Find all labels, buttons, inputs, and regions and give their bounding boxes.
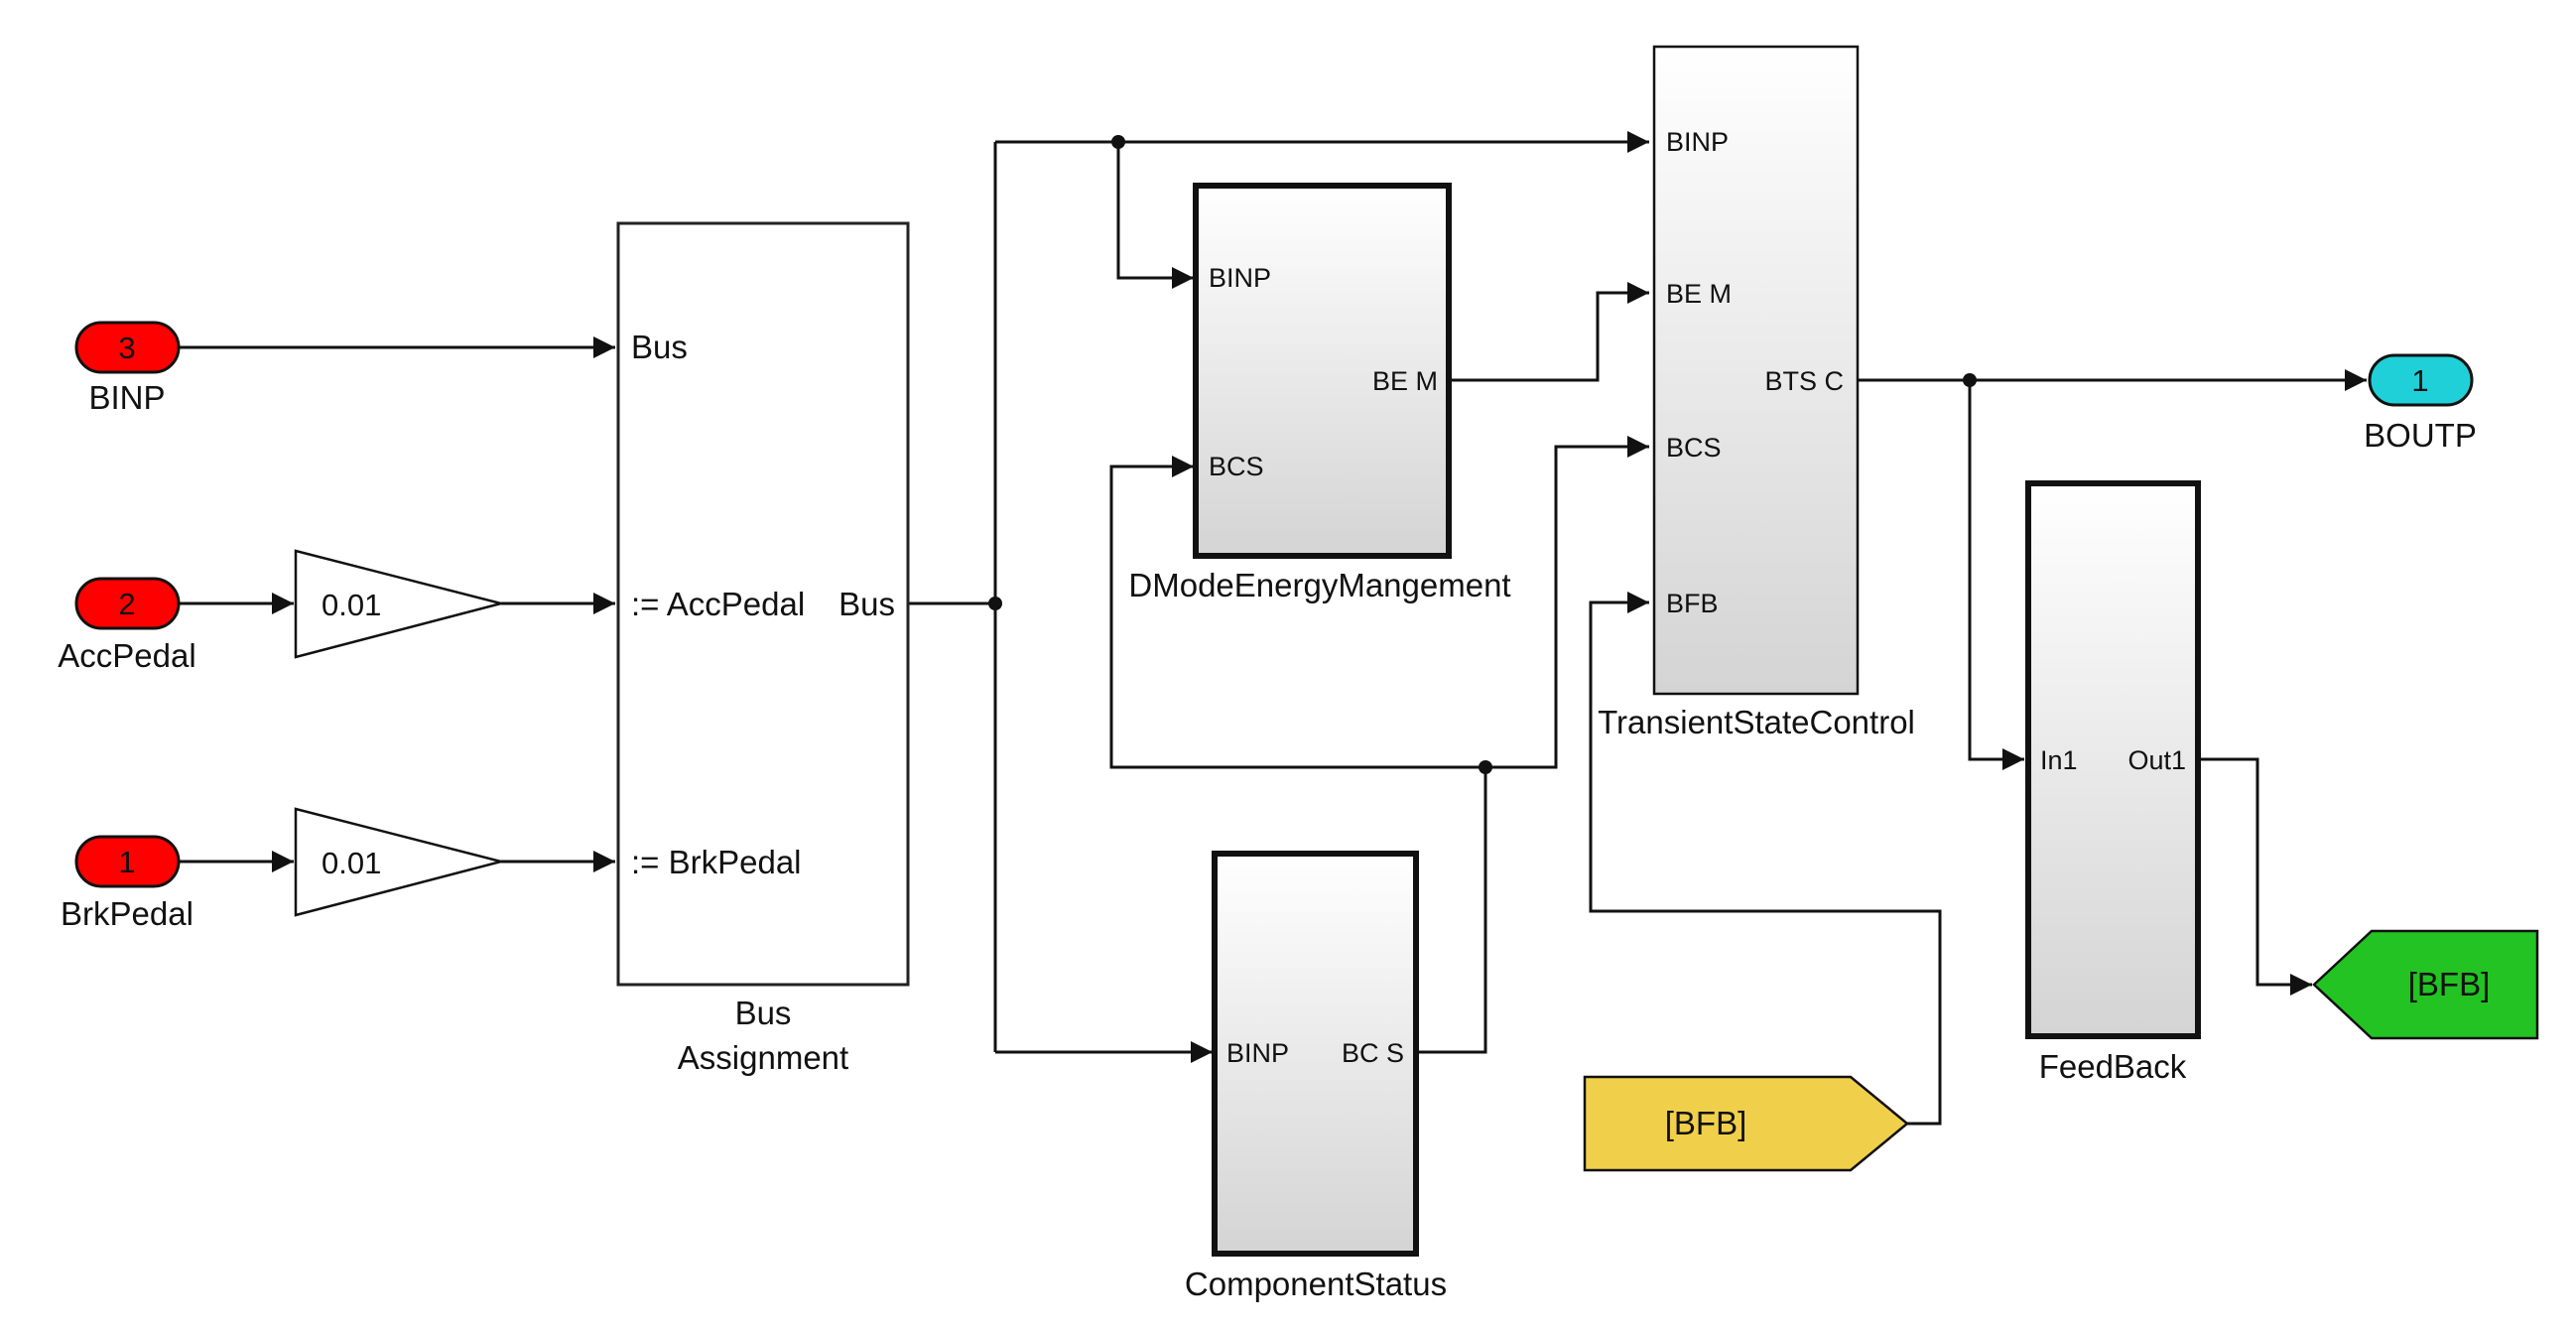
bus-input-label: Bus <box>631 329 688 365</box>
port-label-binp: BINP <box>1666 127 1729 157</box>
goto-tag: [BFB] <box>2408 966 2491 1002</box>
inport-number: 1 <box>118 845 135 879</box>
from-tag: [BFB] <box>1665 1105 1747 1141</box>
bus-output-label: Bus <box>838 586 895 622</box>
gain-accpedal[interactable]: 0.01 <box>294 549 506 659</box>
wire-btsc-to-feedback[interactable] <box>1968 380 2024 770</box>
subsystem-shape <box>1193 183 1452 559</box>
outport-shape <box>2368 353 2474 407</box>
brk-input-label: := BrkPedal <box>631 844 802 880</box>
port-label-in1: In1 <box>2040 745 2078 775</box>
block-name: DModeEnergyMangement <box>1128 567 1510 603</box>
from-shape <box>1583 1075 1909 1172</box>
wire-bem[interactable] <box>1449 282 1649 382</box>
port-label-binp: BINP <box>1226 1038 1289 1068</box>
port-label-out1: Out1 <box>2127 745 2186 775</box>
block-name: FeedBack <box>2039 1048 2187 1085</box>
port-label-bcs: BC S <box>1342 1038 1404 1068</box>
subsystem-shape <box>1652 45 1860 696</box>
inport-label: BINP <box>88 379 165 416</box>
inport-label: BrkPedal <box>61 895 193 932</box>
branch-dot <box>988 597 1002 610</box>
inport-label: AccPedal <box>58 637 195 674</box>
inport-binp[interactable]: 3 BINP <box>74 321 181 416</box>
feedback-block[interactable]: In1 Out1 FeedBack <box>2025 480 2201 1085</box>
inport-number: 2 <box>118 587 135 621</box>
gain-brkpedal[interactable]: 0.01 <box>294 807 506 917</box>
block-name: TransientStateControl <box>1598 704 1915 740</box>
branch-dot <box>1111 135 1125 149</box>
port-label-bem: BE M <box>1372 366 1438 396</box>
branch-dot <box>1963 373 1977 387</box>
inport-brkpedal[interactable]: 1 BrkPedal <box>61 835 193 932</box>
branch-dot <box>1479 760 1492 774</box>
transient-state-control-block[interactable]: BINP BE M BCS BFB BTS C TransientStateCo… <box>1598 45 1915 740</box>
from-bfb-block[interactable]: [BFB] <box>1583 1075 1909 1172</box>
outport-label: BOUTP <box>2364 417 2477 454</box>
dmode-energy-management-block[interactable]: BINP BCS BE M DModeEnergyMangement <box>1128 183 1511 603</box>
inport-accpedal[interactable]: 2 AccPedal <box>58 577 196 674</box>
goto-shape <box>2312 929 2539 1040</box>
block-name-line1: Bus <box>735 995 792 1031</box>
wire-bcs-to-transient[interactable] <box>1485 436 1649 769</box>
inport-shape <box>74 321 181 374</box>
port-label-bfb: BFB <box>1666 589 1719 618</box>
gain-value: 0.01 <box>322 588 381 622</box>
wire-feedback-to-goto[interactable] <box>2196 757 2312 996</box>
subsystem-shape <box>1212 851 1419 1257</box>
gain-value: 0.01 <box>322 846 381 880</box>
inport-shape <box>74 577 181 630</box>
block-name-line2: Assignment <box>678 1039 848 1076</box>
wire-bcs-to-dmode[interactable] <box>1109 456 1485 769</box>
goto-bfb-block[interactable]: [BFB] <box>2312 929 2539 1040</box>
inport-shape <box>74 835 181 888</box>
block-name: ComponentStatus <box>1185 1265 1447 1302</box>
port-label-bcs: BCS <box>1666 433 1722 463</box>
port-label-bcs: BCS <box>1209 452 1264 481</box>
port-label-btsc: BTS C <box>1764 366 1844 396</box>
bus-assignment-shape <box>616 221 910 987</box>
wire-bfb-to-transient[interactable] <box>1589 592 1942 1126</box>
inport-number: 3 <box>118 331 135 365</box>
gain-shape <box>294 549 506 659</box>
signal-lines <box>179 131 2367 1126</box>
component-status-block[interactable]: BINP BC S ComponentStatus <box>1185 851 1447 1302</box>
outport-number: 1 <box>2411 363 2428 398</box>
port-label-bem: BE M <box>1666 279 1732 309</box>
gain-shape <box>294 807 506 917</box>
port-label-binp: BINP <box>1209 263 1271 293</box>
wire-bcs-out[interactable] <box>1414 767 1487 1054</box>
wire-bus-to-dmode[interactable] <box>1116 142 1194 289</box>
acc-input-label: := AccPedal <box>631 586 805 622</box>
outport-boutp[interactable]: 1 BOUTP <box>2364 353 2477 454</box>
subsystem-shape <box>2025 480 2201 1039</box>
bus-assignment-block[interactable]: Bus := AccPedal := BrkPedal Bus Bus Assi… <box>616 221 910 1076</box>
